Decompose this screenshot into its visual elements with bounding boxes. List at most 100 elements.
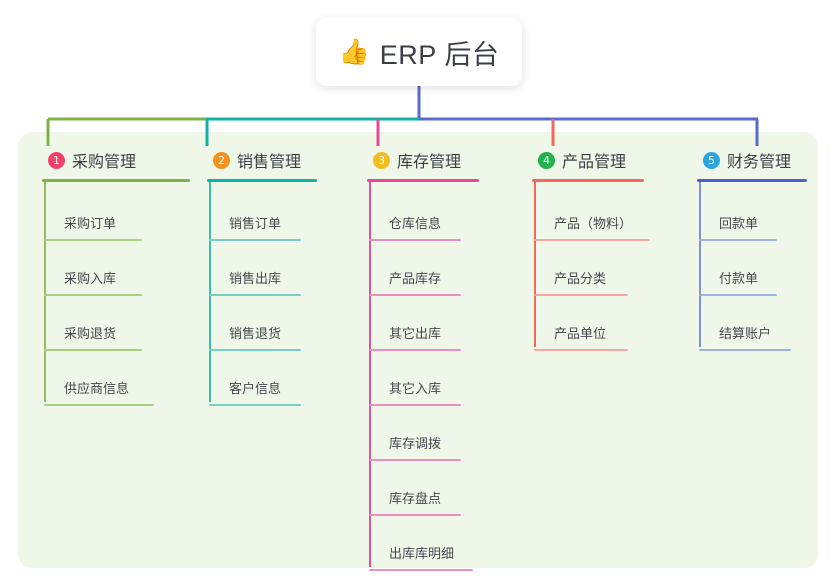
leaf-node-label: 供应商信息 — [64, 381, 130, 396]
column-title-3: 库存管理 — [397, 154, 462, 171]
leaf-node-rule — [369, 239, 461, 241]
column-badge-1: 1 — [48, 151, 65, 169]
leaf-node-label: 其它入库 — [389, 381, 442, 396]
column-title-5: 财务管理 — [727, 154, 792, 171]
column-4: 4 产品管理产品（物料） 产品分类产品单位 — [532, 148, 650, 351]
leaf-node-label: 仓库信息 — [389, 216, 442, 231]
leaf-node[interactable]: 库存调拨 — [367, 406, 479, 461]
column-spine-4 — [534, 182, 536, 347]
leaf-node-label: 回款单 — [719, 216, 759, 231]
leaf-node-rule — [534, 349, 628, 351]
leaf-node[interactable]: 销售退货 — [207, 296, 317, 351]
leaf-node-rule — [44, 239, 142, 241]
leaf-node-rule — [369, 459, 461, 461]
leaf-node[interactable]: 产品库存 — [367, 241, 479, 296]
column-badge-4: 4 — [538, 151, 555, 169]
column-spine-1 — [44, 182, 46, 402]
column-spine-5 — [699, 182, 701, 347]
leaf-node-label: 产品分类 — [554, 271, 607, 286]
leaf-node-label: 产品库存 — [389, 271, 442, 286]
column-badge-5: 5 — [703, 151, 720, 169]
column-title-2: 销售管理 — [237, 154, 302, 171]
leaf-node-rule — [209, 294, 301, 296]
leaf-node[interactable]: 采购退货 — [42, 296, 190, 351]
column-header-2[interactable]: 2 销售管理 — [207, 148, 317, 172]
leaf-node[interactable]: 付款单 — [697, 241, 807, 296]
column-header-rule-1 — [42, 179, 190, 182]
leaf-node[interactable]: 销售订单 — [207, 186, 317, 241]
column-badge-2: 2 — [213, 151, 230, 169]
leaf-node[interactable]: 产品分类 — [532, 241, 644, 296]
column-5: 5 财务管理回款单付款单结算账户 — [697, 148, 807, 351]
column-header-rule-5 — [697, 179, 807, 182]
leaf-node-rule — [534, 239, 650, 241]
column-header-3[interactable]: 3 库存管理 — [367, 148, 479, 172]
column-items-2: 销售订单销售出库销售退货客户信息 — [207, 186, 317, 406]
leaf-node[interactable]: 其它入库 — [367, 351, 479, 406]
leaf-node-rule — [209, 349, 301, 351]
leaf-node[interactable]: 采购订单 — [42, 186, 190, 241]
leaf-node-label: 客户信息 — [229, 381, 282, 396]
leaf-node-label: 出库库明细 — [389, 546, 455, 561]
leaf-node-label: 采购入库 — [64, 271, 117, 286]
leaf-node-rule — [699, 349, 791, 351]
column-header-4[interactable]: 4 产品管理 — [532, 148, 644, 172]
column-3: 3 库存管理仓库信息产品库存其它出库其它入库库存调拨库存盘点出库库明细 — [367, 148, 479, 571]
leaf-node[interactable]: 客户信息 — [207, 351, 317, 406]
leaf-node-rule — [534, 294, 628, 296]
leaf-node-rule — [369, 349, 461, 351]
leaf-node-label: 销售订单 — [229, 216, 282, 231]
column-header-rule-4 — [532, 179, 644, 182]
leaf-node[interactable]: 产品单位 — [532, 296, 644, 351]
column-badge-3: 3 — [373, 151, 390, 169]
leaf-node[interactable]: 出库库明细 — [367, 516, 479, 571]
leaf-node-label: 销售退货 — [229, 326, 282, 341]
leaf-node[interactable]: 产品（物料） — [532, 186, 650, 241]
column-header-rule-3 — [367, 179, 479, 182]
leaf-node-label: 结算账户 — [719, 326, 772, 341]
column-spine-2 — [209, 182, 211, 402]
leaf-node[interactable]: 其它出库 — [367, 296, 479, 351]
root-node-title: ERP 后台 — [379, 39, 500, 70]
leaf-node-rule — [369, 514, 461, 516]
leaf-node[interactable]: 库存盘点 — [367, 461, 479, 516]
leaf-node-rule — [699, 239, 777, 241]
leaf-node[interactable]: 回款单 — [697, 186, 807, 241]
leaf-node-label: 采购订单 — [64, 216, 117, 231]
column-2: 2 销售管理销售订单销售出库销售退货客户信息 — [207, 148, 317, 406]
leaf-node-rule — [369, 294, 461, 296]
column-header-1[interactable]: 1 采购管理 — [42, 148, 190, 172]
leaf-node-rule — [44, 294, 142, 296]
leaf-node-label: 库存调拨 — [389, 436, 442, 451]
leaf-node[interactable]: 采购入库 — [42, 241, 190, 296]
leaf-node-label: 产品单位 — [554, 326, 607, 341]
leaf-node[interactable]: 供应商信息 — [42, 351, 190, 406]
column-header-5[interactable]: 5 财务管理 — [697, 148, 807, 172]
column-spine-3 — [369, 182, 371, 567]
leaf-node-rule — [699, 294, 777, 296]
leaf-node-rule — [209, 239, 301, 241]
column-title-1: 采购管理 — [72, 154, 137, 171]
column-title-4: 产品管理 — [562, 154, 627, 171]
column-items-5: 回款单付款单结算账户 — [697, 186, 807, 351]
column-items-1: 采购订单采购入库采购退货供应商信息 — [42, 186, 190, 406]
leaf-node-rule — [209, 404, 301, 406]
leaf-node-rule — [44, 404, 154, 406]
leaf-node-label: 产品（物料） — [554, 216, 633, 231]
leaf-node-rule — [369, 569, 473, 571]
leaf-node[interactable]: 销售出库 — [207, 241, 317, 296]
leaf-node-rule — [369, 404, 461, 406]
column-items-4: 产品（物料） 产品分类产品单位 — [532, 186, 650, 351]
leaf-node-label: 库存盘点 — [389, 491, 442, 506]
leaf-node[interactable]: 仓库信息 — [367, 186, 479, 241]
leaf-node-rule — [44, 349, 142, 351]
column-1: 1 采购管理采购订单采购入库采购退货供应商信息 — [42, 148, 190, 406]
leaf-node[interactable]: 结算账户 — [697, 296, 807, 351]
thumbs-up-icon: 👍 — [338, 37, 370, 66]
leaf-node-label: 销售出库 — [229, 271, 282, 286]
leaf-node-label: 付款单 — [719, 271, 759, 286]
root-node-erp-backend[interactable]: 👍 ERP 后台 — [316, 18, 522, 86]
leaf-node-label: 其它出库 — [389, 326, 442, 341]
